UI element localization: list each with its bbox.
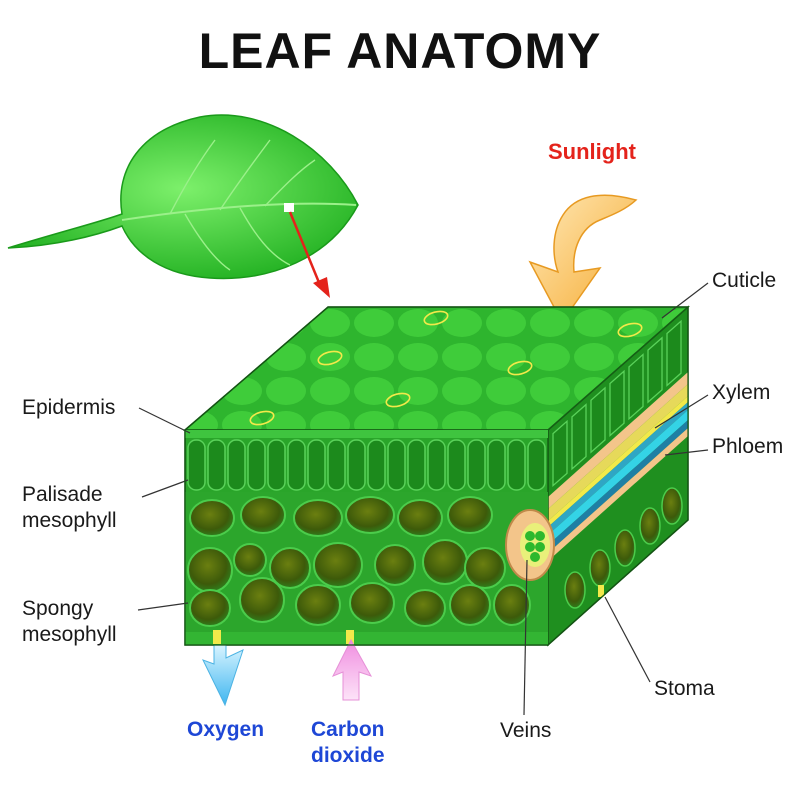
spongy-cell [240,496,286,534]
side-palisade-cell [666,319,682,387]
spongy-cell [464,547,506,589]
block-side-face [547,305,689,647]
spongy-cell [349,582,395,624]
side-palisade-cell [552,419,568,488]
spongy-cell [447,496,493,534]
palisade-cell [407,439,426,491]
zoom-arrow [288,211,330,298]
epidermis-label: Epidermis [22,396,116,419]
palisade-label-line2: mesophyll [22,509,117,532]
spongy-cell [295,584,341,626]
palisade-cell [267,439,286,491]
palisade-cell [247,439,266,491]
carbon-dioxide-arrow [331,638,373,701]
spongy-cell [404,589,446,627]
sunlight-label: Sunlight [548,139,636,164]
top-stoma [317,350,343,366]
palisade-cell [427,439,446,491]
side-spongy-cell [564,571,586,609]
carbon-label-line2: dioxide [311,744,385,767]
stoma-label: Stoma [654,677,715,700]
spongy-cell [345,496,395,534]
side-spongy-cell [639,507,661,545]
spongy-cell [239,577,285,623]
spongy-cell [493,584,531,626]
leader-lines [137,282,709,716]
spongy-cell [189,499,235,537]
top-stoma [617,322,643,338]
palisade-cell [187,439,206,491]
spongy-label-line2: mesophyll [22,623,117,646]
palisade-cell [327,439,346,491]
palisade-cell [287,439,306,491]
spongy-cell [422,539,468,585]
leaf-illustration [7,114,359,280]
sunlight-arrow [528,194,638,324]
spongy-label-line1: Spongy [22,597,94,620]
side-spongy-cell [614,529,636,567]
phloem-label: Phloem [712,435,784,458]
veins-label: Veins [500,719,552,742]
stoma-openings [213,585,604,644]
spongy-cell [189,589,231,627]
page-title: LEAF ANATOMY [198,23,602,79]
spongy-cell [374,544,416,586]
side-palisade-cell [590,386,606,454]
xylem-label: Xylem [712,381,771,404]
spongy-cell [449,584,491,626]
spongy-cell [293,499,343,537]
block-outline [184,306,689,646]
side-palisade-cell [628,353,644,421]
oxygen-arrow [202,644,244,707]
palisade-cell [487,439,506,491]
palisade-cell [227,439,246,491]
spongy-cell [233,543,267,577]
side-spongy-cell [589,549,611,587]
spongy-cell [187,547,233,593]
side-palisade-cell [609,369,625,437]
block-front-face [184,429,549,646]
spongy-cell [397,499,443,537]
spongy-cell [313,542,363,588]
palisade-cell [207,439,226,491]
cuticle-label: Cuticle [712,269,777,292]
carbon-label-line1: Carbon [311,718,385,741]
palisade-cell [367,439,386,491]
palisade-cell [467,439,486,491]
top-stoma [385,392,411,408]
palisade-cell [447,439,466,491]
vein-cross-section [505,509,555,581]
top-stoma [423,310,449,326]
palisade-cell [347,439,366,491]
top-stoma [507,360,533,376]
oxygen-label: Oxygen [187,718,265,741]
palisade-cell [527,439,546,491]
side-palisade-cell [647,336,663,404]
side-spongy-cell [661,487,683,525]
side-palisade-cell [571,403,587,471]
spongy-cell [269,547,311,589]
palisade-label-line1: Palisade [22,483,103,506]
top-stoma [249,410,275,426]
palisade-cell [387,439,406,491]
palisade-cell [507,439,526,491]
palisade-cell [307,439,326,491]
